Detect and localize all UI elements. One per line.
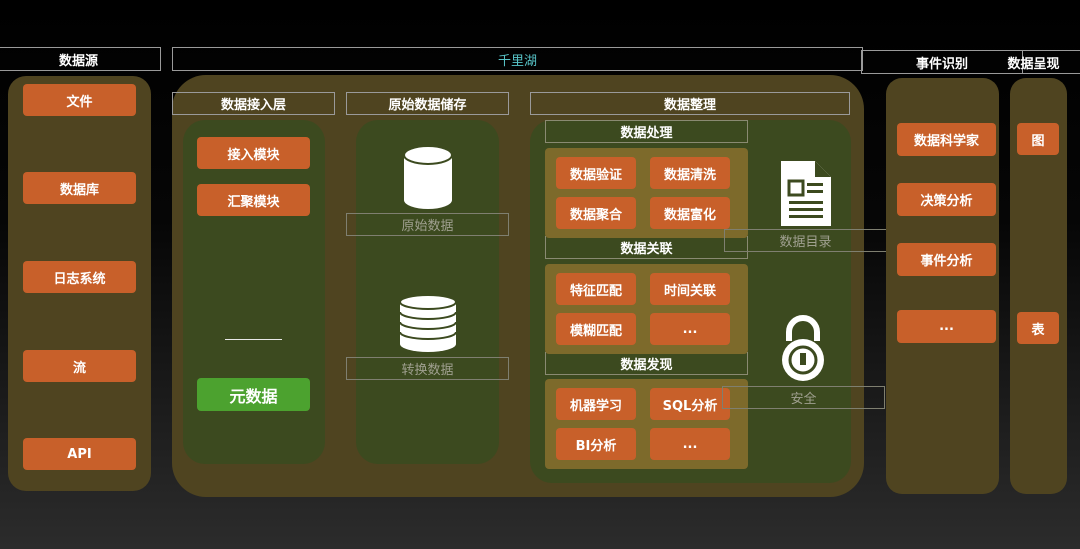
aggregation-module: 汇聚模块 [197,184,310,216]
data-presentation-title: 数据呈现 [1007,56,1060,72]
discovery-more: ... [650,428,730,460]
stacked-database-icon [399,294,457,352]
lock-icon [782,315,824,381]
data-enrichment: 数据富化 [650,197,730,229]
catalog-text: 数据目录 [779,235,832,250]
data-validation: 数据验证 [556,157,636,189]
organize-header: 数据整理 [530,92,850,115]
source-database: 数据库 [23,172,136,204]
association-title: 数据关联 [620,241,673,257]
data-presentation-header: 数据呈现 [984,50,1080,74]
metadata-button: 元数据 [197,378,310,411]
data-source-title: 数据源 [58,53,98,69]
source-log-system: 日志系统 [23,261,136,293]
presentation-chart: 图 [1017,123,1059,155]
data-scientist: 数据科学家 [897,123,996,156]
association-more: ... [650,313,730,345]
data-aggregation: 数据聚合 [556,197,636,229]
processing-title: 数据处理 [620,126,673,141]
transform-data-label: 转换数据 [346,357,509,380]
source-stream: 流 [23,350,136,382]
transform-data-text: 转换数据 [401,363,454,378]
event-recognition-header: 事件识别 [861,50,1023,74]
raw-data-label: 原始数据 [346,213,509,236]
event-analysis: 事件分析 [897,243,996,276]
database-icon [403,145,453,209]
data-cleaning: 数据清洗 [650,157,730,189]
ingest-header: 数据接入层 [172,92,335,115]
raw-storage-header: 原始数据储存 [346,92,509,115]
organize-title: 数据整理 [663,98,716,113]
sql-analysis: SQL分析 [650,388,730,420]
bi-analysis: BI分析 [556,428,636,460]
ingest-divider [225,339,282,340]
machine-learning: 机器学习 [556,388,636,420]
lake-header: 千里湖 [172,47,863,71]
discovery-header: 数据发现 [545,352,748,375]
events-more: ... [897,310,996,343]
source-api: API [23,438,136,470]
event-recognition-title: 事件识别 [915,56,968,72]
fuzzy-matching: 模糊匹配 [556,313,636,345]
document-icon [781,161,831,226]
lake-title: 千里湖 [497,53,537,69]
raw-storage-title: 原始数据储存 [388,98,467,113]
raw-data-text: 原始数据 [401,219,454,234]
ingest-title: 数据接入层 [220,98,286,113]
ingest-panel [183,120,325,464]
source-file: 文件 [23,84,136,116]
ingest-module: 接入模块 [197,137,310,169]
catalog-label: 数据目录 [724,229,887,252]
security-text: 安全 [790,392,817,407]
security-label: 安全 [722,386,885,409]
feature-matching: 特征匹配 [556,273,636,305]
decision-analysis: 决策分析 [897,183,996,216]
discovery-title: 数据发现 [620,357,673,373]
time-correlation: 时间关联 [650,273,730,305]
processing-header: 数据处理 [545,120,748,143]
presentation-table: 表 [1017,312,1059,344]
data-source-header: 数据源 [0,47,161,71]
association-header: 数据关联 [545,236,748,259]
